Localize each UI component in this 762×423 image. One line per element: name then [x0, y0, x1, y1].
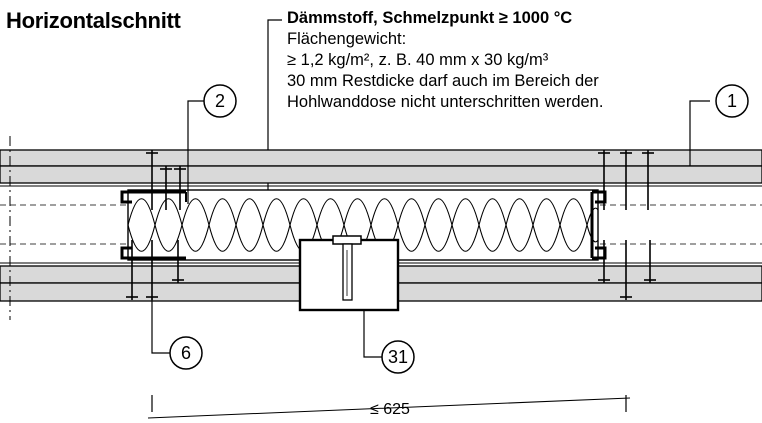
dimension-label: ≤ 625: [370, 401, 410, 418]
callout-2: 2: [203, 84, 237, 118]
dimension-line: [147, 395, 631, 419]
note-line: 30 mm Restdicke darf auch im Bereich der: [287, 72, 599, 90]
steel-stud-right: [590, 190, 607, 260]
callout-1-label: 1: [727, 91, 737, 111]
callout-2-label: 2: [215, 91, 225, 111]
note-line: Flächengewicht:: [287, 30, 407, 48]
callout-1: 1: [715, 84, 749, 118]
callout-31-label: 31: [388, 347, 408, 367]
drawing-title: Horizontalschnitt: [6, 8, 181, 33]
note-line: Hohlwanddose nicht unterschritten werden…: [287, 93, 604, 111]
note-heading: Dämmstoff, Schmelzpunkt ≥ 1000 °C: [287, 9, 573, 27]
insulation-note: Dämmstoff, Schmelzpunkt ≥ 1000 °C Fläche…: [287, 8, 603, 113]
callout-6: 6: [169, 336, 203, 370]
callout-6-label: 6: [181, 343, 191, 363]
steel-stud-left: [120, 190, 187, 260]
note-leader-line: [267, 19, 282, 196]
callout-31: 31: [381, 340, 415, 374]
cavity-wall-box: [298, 235, 400, 312]
callout-leaders: [151, 100, 710, 358]
board-layers-top: [0, 149, 762, 187]
note-line: ≥ 1,2 kg/m², z. B. 40 mm x 30 kg/m³: [287, 51, 549, 69]
screws-right: [598, 150, 656, 300]
